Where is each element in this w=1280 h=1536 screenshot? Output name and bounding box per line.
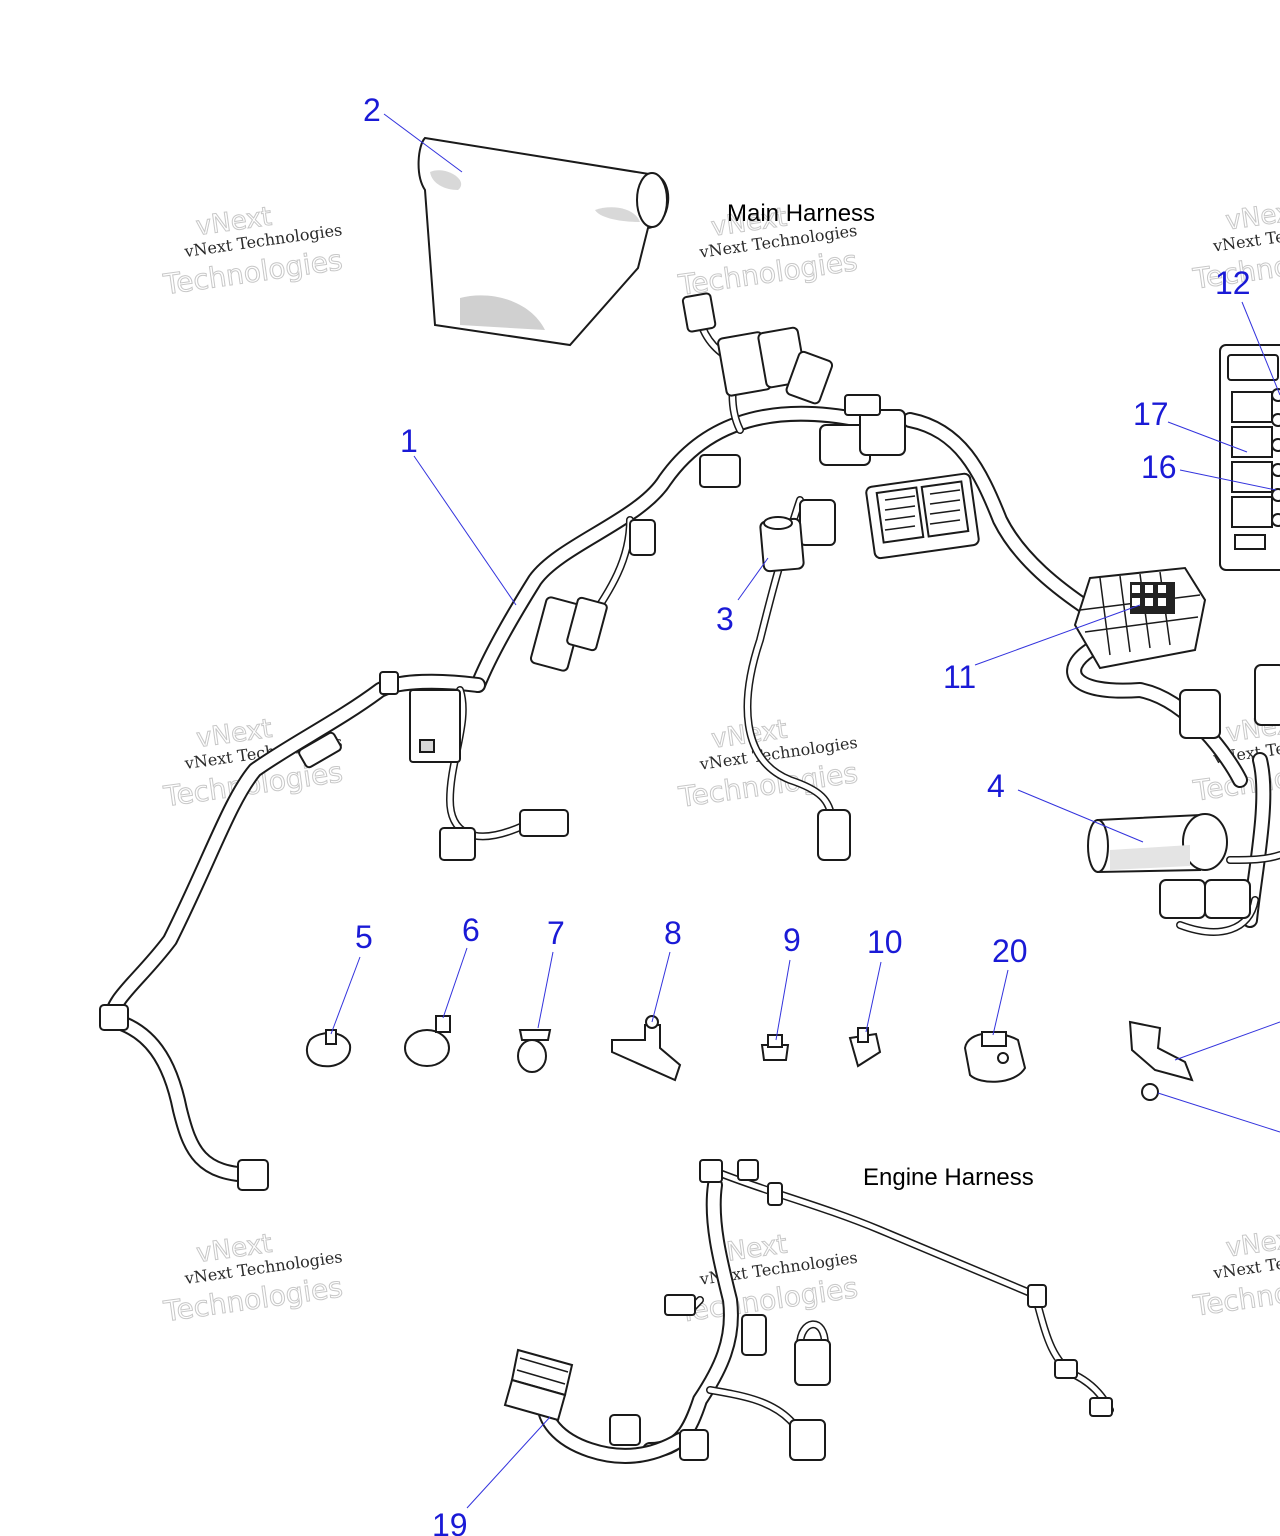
callout-4: 4 (987, 768, 1005, 804)
part-sleeve (417, 136, 670, 347)
callout-16: 16 (1141, 449, 1177, 485)
engine-harness-title: Engine Harness (863, 1164, 1034, 1191)
callout-10: 10 (867, 924, 903, 960)
part-relay-panel (1219, 344, 1280, 571)
watermark-tile-1: vNext vNext Technologies Technologies (160, 201, 345, 301)
watermark-tile-8: vNext vNext Technologies Technologies (676, 1229, 861, 1329)
callout-1: 1 (400, 423, 418, 459)
part-clip-20 (963, 1031, 1027, 1083)
part-clip-7 (517, 1029, 552, 1073)
watermark-line3: Techno (1191, 1276, 1280, 1322)
part-bracket-8 (611, 1015, 682, 1082)
callout-8: 8 (664, 915, 682, 951)
callout-9: 9 (783, 922, 801, 958)
callout-2: 2 (363, 92, 381, 128)
part-connector-3 (759, 516, 805, 573)
main-harness (99, 292, 1280, 1191)
callout-12: 12 (1215, 265, 1251, 301)
part-band-clamp-6 (404, 1015, 451, 1067)
callout-3: 3 (716, 601, 734, 637)
watermark-tile-7: vNext vNext Technologies Technologies (160, 1228, 345, 1328)
ecu-connector (865, 472, 980, 560)
part-push-rivet-9 (760, 1034, 790, 1061)
callout-19: 19 (432, 1507, 468, 1536)
callout-11: 11 (943, 659, 976, 695)
watermark-tile-9: vNext vNext Te Techno (1190, 1223, 1280, 1323)
callout-5: 5 (355, 919, 373, 955)
callout-17: 17 (1133, 396, 1169, 432)
leader-lines (330, 113, 1280, 1509)
part-clip-10 (848, 1027, 882, 1068)
part-cylinder-4 (1087, 813, 1228, 874)
part-clip-5 (305, 1029, 352, 1068)
part-bracket-right (1128, 1020, 1194, 1101)
callout-20: 20 (992, 933, 1028, 969)
part-fuse-box-11 (1073, 566, 1207, 670)
callout-7: 7 (547, 915, 565, 951)
callout-6: 6 (462, 912, 480, 948)
engine-main-connector (503, 1348, 574, 1422)
engine-harness (503, 1159, 1114, 1464)
main-harness-title: Main Harness (727, 200, 875, 227)
